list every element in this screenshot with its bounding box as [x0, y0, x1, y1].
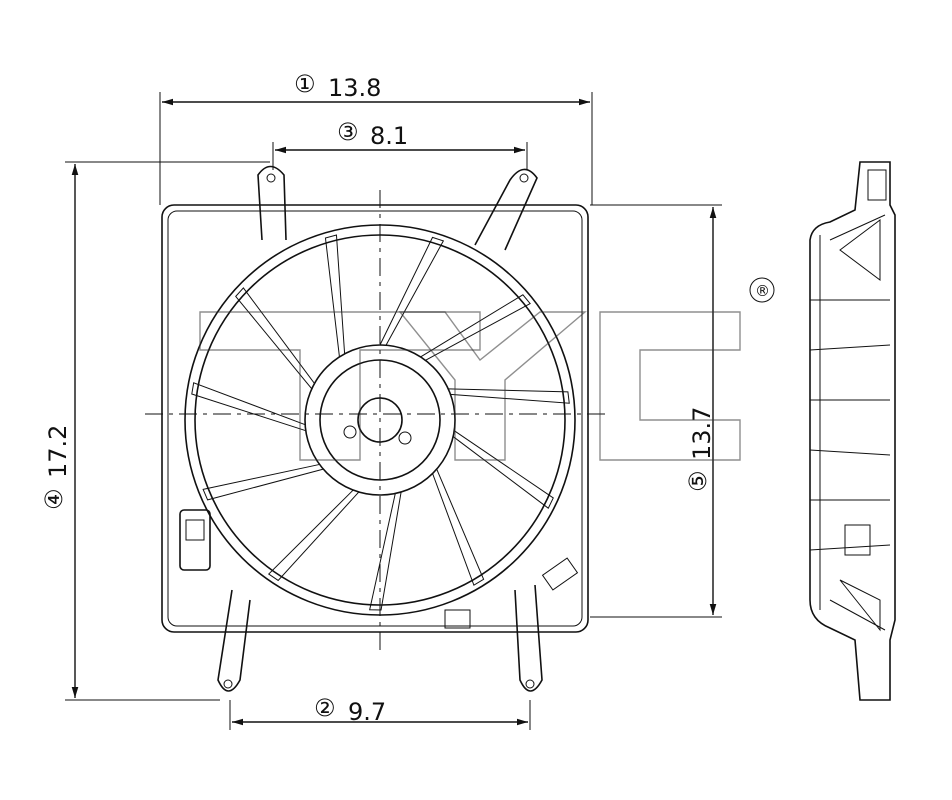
dimension-width-overall: ① 13.8 [159, 70, 593, 205]
dimension-mount-bottom: ② 9.7 [229, 694, 531, 730]
fan-blade [369, 491, 402, 611]
dimension-marker-4: ④ [40, 488, 68, 510]
dimension-value-3: 8.1 [370, 122, 408, 150]
dimension-height-overall: ④ 17.2 [40, 161, 270, 701]
fan-blade [235, 287, 315, 390]
fan-assembly-side-view [809, 161, 896, 701]
fan-blade [267, 489, 360, 582]
dimension-value-1: 13.8 [328, 74, 381, 102]
dimension-value-5: 13.7 [688, 407, 716, 460]
dimension-marker-1: ① [294, 70, 316, 98]
tyc-watermark-logo: ® [199, 277, 775, 461]
dimension-marker-2: ② [314, 694, 336, 722]
fan-blade [448, 388, 570, 404]
fan-blade [202, 463, 324, 501]
fan-blade [191, 382, 306, 432]
registered-mark: ® [755, 282, 770, 300]
dimension-height-frame: ⑤ 13.7 [590, 204, 722, 618]
fan-blade [432, 468, 485, 586]
dimension-marker-5: ⑤ [684, 470, 712, 492]
dimension-value-4: 17.2 [44, 425, 72, 478]
dimension-mount-top: ③ 8.1 [272, 118, 528, 170]
dimension-value-2: 9.7 [348, 698, 386, 726]
fan-shroud-front-view [145, 165, 610, 692]
fan-blade [324, 234, 346, 357]
dimension-marker-3: ③ [337, 118, 359, 146]
fan-blade [420, 294, 531, 361]
fan-blade [452, 430, 554, 509]
fan-blade [379, 236, 445, 346]
